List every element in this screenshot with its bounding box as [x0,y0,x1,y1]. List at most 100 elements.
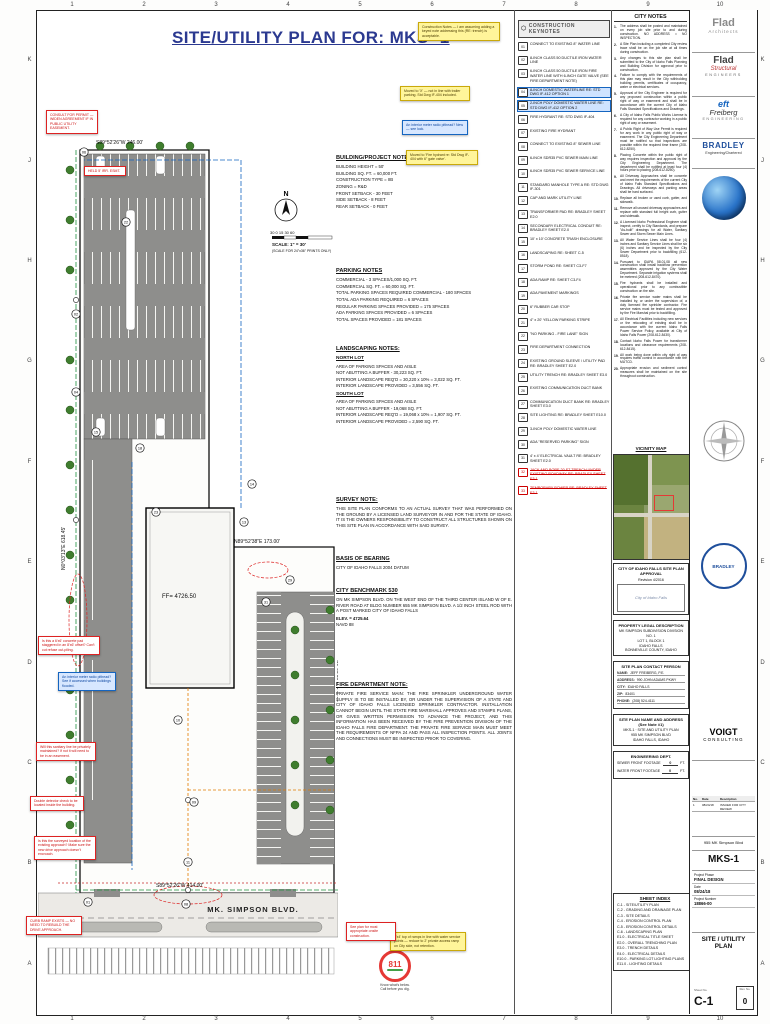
sheet-index-item: C-1 - SITE/UTILITY PLAN [617,903,659,907]
issuance-table: No. Date Description 1 08/24/18 ISSUED F… [692,796,755,837]
review-note: Will this sanitary line be privately mai… [36,742,96,762]
dim-north: S89°52'26"W 246.00' [96,140,143,146]
property-legal-description: PROPERTY LEGAL DESCRIPTION MK SIMPSON SU… [613,619,689,657]
note-line: COMMERCIAL SQ. FT. = 60,000 SQ. FT. [336,283,415,289]
keynote-item: 17 STORM POND RE: SHEET C3-F7 [518,264,610,274]
hexagon-icon: ⬡ [521,26,527,32]
city-note-item: 10. Replace all broken or used curb, gut… [614,196,687,205]
manholes [73,297,191,893]
grid-row-label: K [27,57,32,64]
note-line: TOTAL ADA PARKING REQUIRED = 6 SPACES [336,297,429,302]
keynote-bubble: 13 [239,517,249,527]
city-note-number: 7. [614,127,617,132]
keynote-text: UTILITY TRENCH RE: BRADLEY SHEET E3.0 [530,372,608,377]
note-line: INTERIOR LANDSCAPE REQ'D = 19,068 x 10% … [336,412,461,418]
engineering-row: SEWER FRONT FOOTAGE 0 FT. [617,761,685,767]
contact-row: CITY: IDAHO FALLS [617,685,685,691]
vicinity-map [613,454,691,560]
street-label: MK. SIMPSON BLVD. [207,905,298,914]
city-note-item: 17. All Electrical Facilities including … [614,316,687,338]
keynote-text: ADA RAMP RE: SHEET C3-F4 [530,277,581,282]
keynote-number: 01 [518,42,528,51]
keynote-text: CAP AND MARK UTILITY LINE [530,196,582,201]
scale-ticks: 30 0 15 30 60 [270,230,295,235]
city-note-number: 13. [614,238,619,243]
grid-row-label: D [27,659,32,666]
keynote-item: 33 TEMPORARY POWER RE: BRADLEY SHEET E3.… [518,486,610,495]
keynote-number: 15 [518,237,528,247]
keynote-item: 15 10' x 10' CONCRETE TRASH ENCLOSURE [518,237,610,247]
grid-row-label: E [27,559,32,566]
keynote-item: 14 SECONDARY ELECTRICAL CONDUIT RE: BRAD… [518,223,610,233]
sheet-index-item: E4.0 - ELECTRICAL DETAILS [617,951,666,956]
sheet-index-item: C-5 - EROSION CONTROL DETAILS [617,924,677,929]
revision-clouds [68,561,289,905]
grid-row-label: A [760,960,765,967]
svg-text:10: 10 [176,719,180,723]
svg-text:08: 08 [184,903,188,907]
map-site-outline [654,495,674,511]
sheet-index-item: C-3 - SITE DETAILS [617,913,650,918]
svg-text:09: 09 [192,801,196,805]
review-note: Moved to 'X' — not in line with trailer … [400,86,470,101]
city-note-item: 19. All work being done within city righ… [614,353,687,366]
keynote-item: 30 ADA "RESERVED PARKING" SIGN [518,440,610,450]
keynote-number: 10 [518,169,528,179]
keynote-item: 22 "NO PARKING - FIRE LANE" SIGN [518,331,610,341]
keynote-text: EXISTING COMMUNICATION DUCT BANK [530,386,603,391]
keynote-bubble: 08 [181,899,191,909]
fire-department-note: FIRE DEPARTMENT NOTE: PRIVATE FIRE SERVI… [336,682,512,741]
sheet-index-item: E1.0 - ELECTRICAL TITLE SHEET [617,935,674,940]
keynote-bubble: 23 [151,507,161,517]
keynote-item: 12 CAP AND MARK UTILITY LINE [518,196,610,206]
city-note-text: Contact Idaho Falls Power for transforme… [620,338,687,351]
svg-text:04: 04 [74,391,78,395]
keynote-text: TEMPORARY POWER RE: BRADLEY SHEET E3.1 [530,486,607,495]
grid-row-label: C [27,760,32,767]
grid-row-label: F [760,458,765,465]
note-line: AREA OF PARKING SPACES AND AISLE [336,399,417,405]
city-note-item: 7. A Public Right of Way Use Permit is r… [614,127,687,152]
city-note-item: 2. A Site Plan including a completed Cit… [614,41,687,55]
grid-col-label: 5 [358,1016,362,1022]
note-line: INTERIOR LANDSCAPE PROVIDED = 2,590 SQ. … [336,418,439,424]
map-field [652,485,690,517]
site-name-line: MKS-1 · SITE AND UTILITY PLAN [623,728,679,733]
firm-bradley: BRADLEY Engineering/Chartered [692,142,755,169]
city-note-item: 12. A Licensed Idaho Professional Engine… [614,220,687,237]
keynote-number: 21 [518,318,528,328]
city-note-number: 3. [614,56,617,61]
keynote-bubble: 14 [247,479,257,489]
revision-box: Rev. No. 0 [736,986,754,1010]
keynote-text: 6-INCH SDR35 PVC SEWER MAIN LINE [530,155,598,160]
keynote-number: 16 [518,250,528,260]
keynote-text: 4" x 20' YELLOW PARKING STRIPE [530,318,591,323]
benchmark-datum: NAVD 88 [336,621,354,627]
keynote-item: 06 FIRE HYDRANT RE: STD DWG IF-404 [518,115,610,125]
contact-row: ZIP: 83401 [617,692,685,698]
city-note-number: 19. [614,353,619,358]
city-note-text: Failure to comply with the requirements … [620,73,687,90]
grid-col-label: 10 [716,1016,724,1022]
review-note: Is this a 6'x6' concrete pad staggered i… [38,636,100,656]
sheet-index-item: C-6 - LANDSCAPING PLAN [617,929,663,934]
grid-row-label: J [761,157,764,164]
city-note-number: 16. [614,296,619,301]
city-note-item: 18. Contact Idaho Falls Power for transf… [614,338,687,352]
svg-text:14: 14 [250,483,254,487]
keynote-bubble: 01 [83,897,93,907]
scale-text: SCALE: 1" = 30' [272,242,306,247]
city-note-text: A Site Plan including a completed City r… [620,41,687,54]
city-note-number: 20. [614,367,619,372]
keynote-item: 23 FIRE DEPARTMENT CONNECTION [518,345,610,355]
note-line: NOT ABUTTING A BUFFER - 19,068 SQ. FT. [336,405,423,411]
city-note-text: All Electrical Facilities including new … [620,316,687,337]
keynote-text: JACK AND BORE 20-FT TRENCH UNDER EXISTIN… [530,467,606,481]
keynote-number: 25 [518,372,528,382]
city-note-text: Placing Concrete within the public right… [620,152,687,173]
city-note-number: 11. [614,207,619,212]
keynote-number: 19 [518,291,528,301]
note-line: INTERIOR LANDSCAPE PROVIDED = 3,556 SQ. … [336,383,439,389]
note-line: REGULAR PARKING SPACES PROVIDED = 175 SP… [336,303,450,309]
